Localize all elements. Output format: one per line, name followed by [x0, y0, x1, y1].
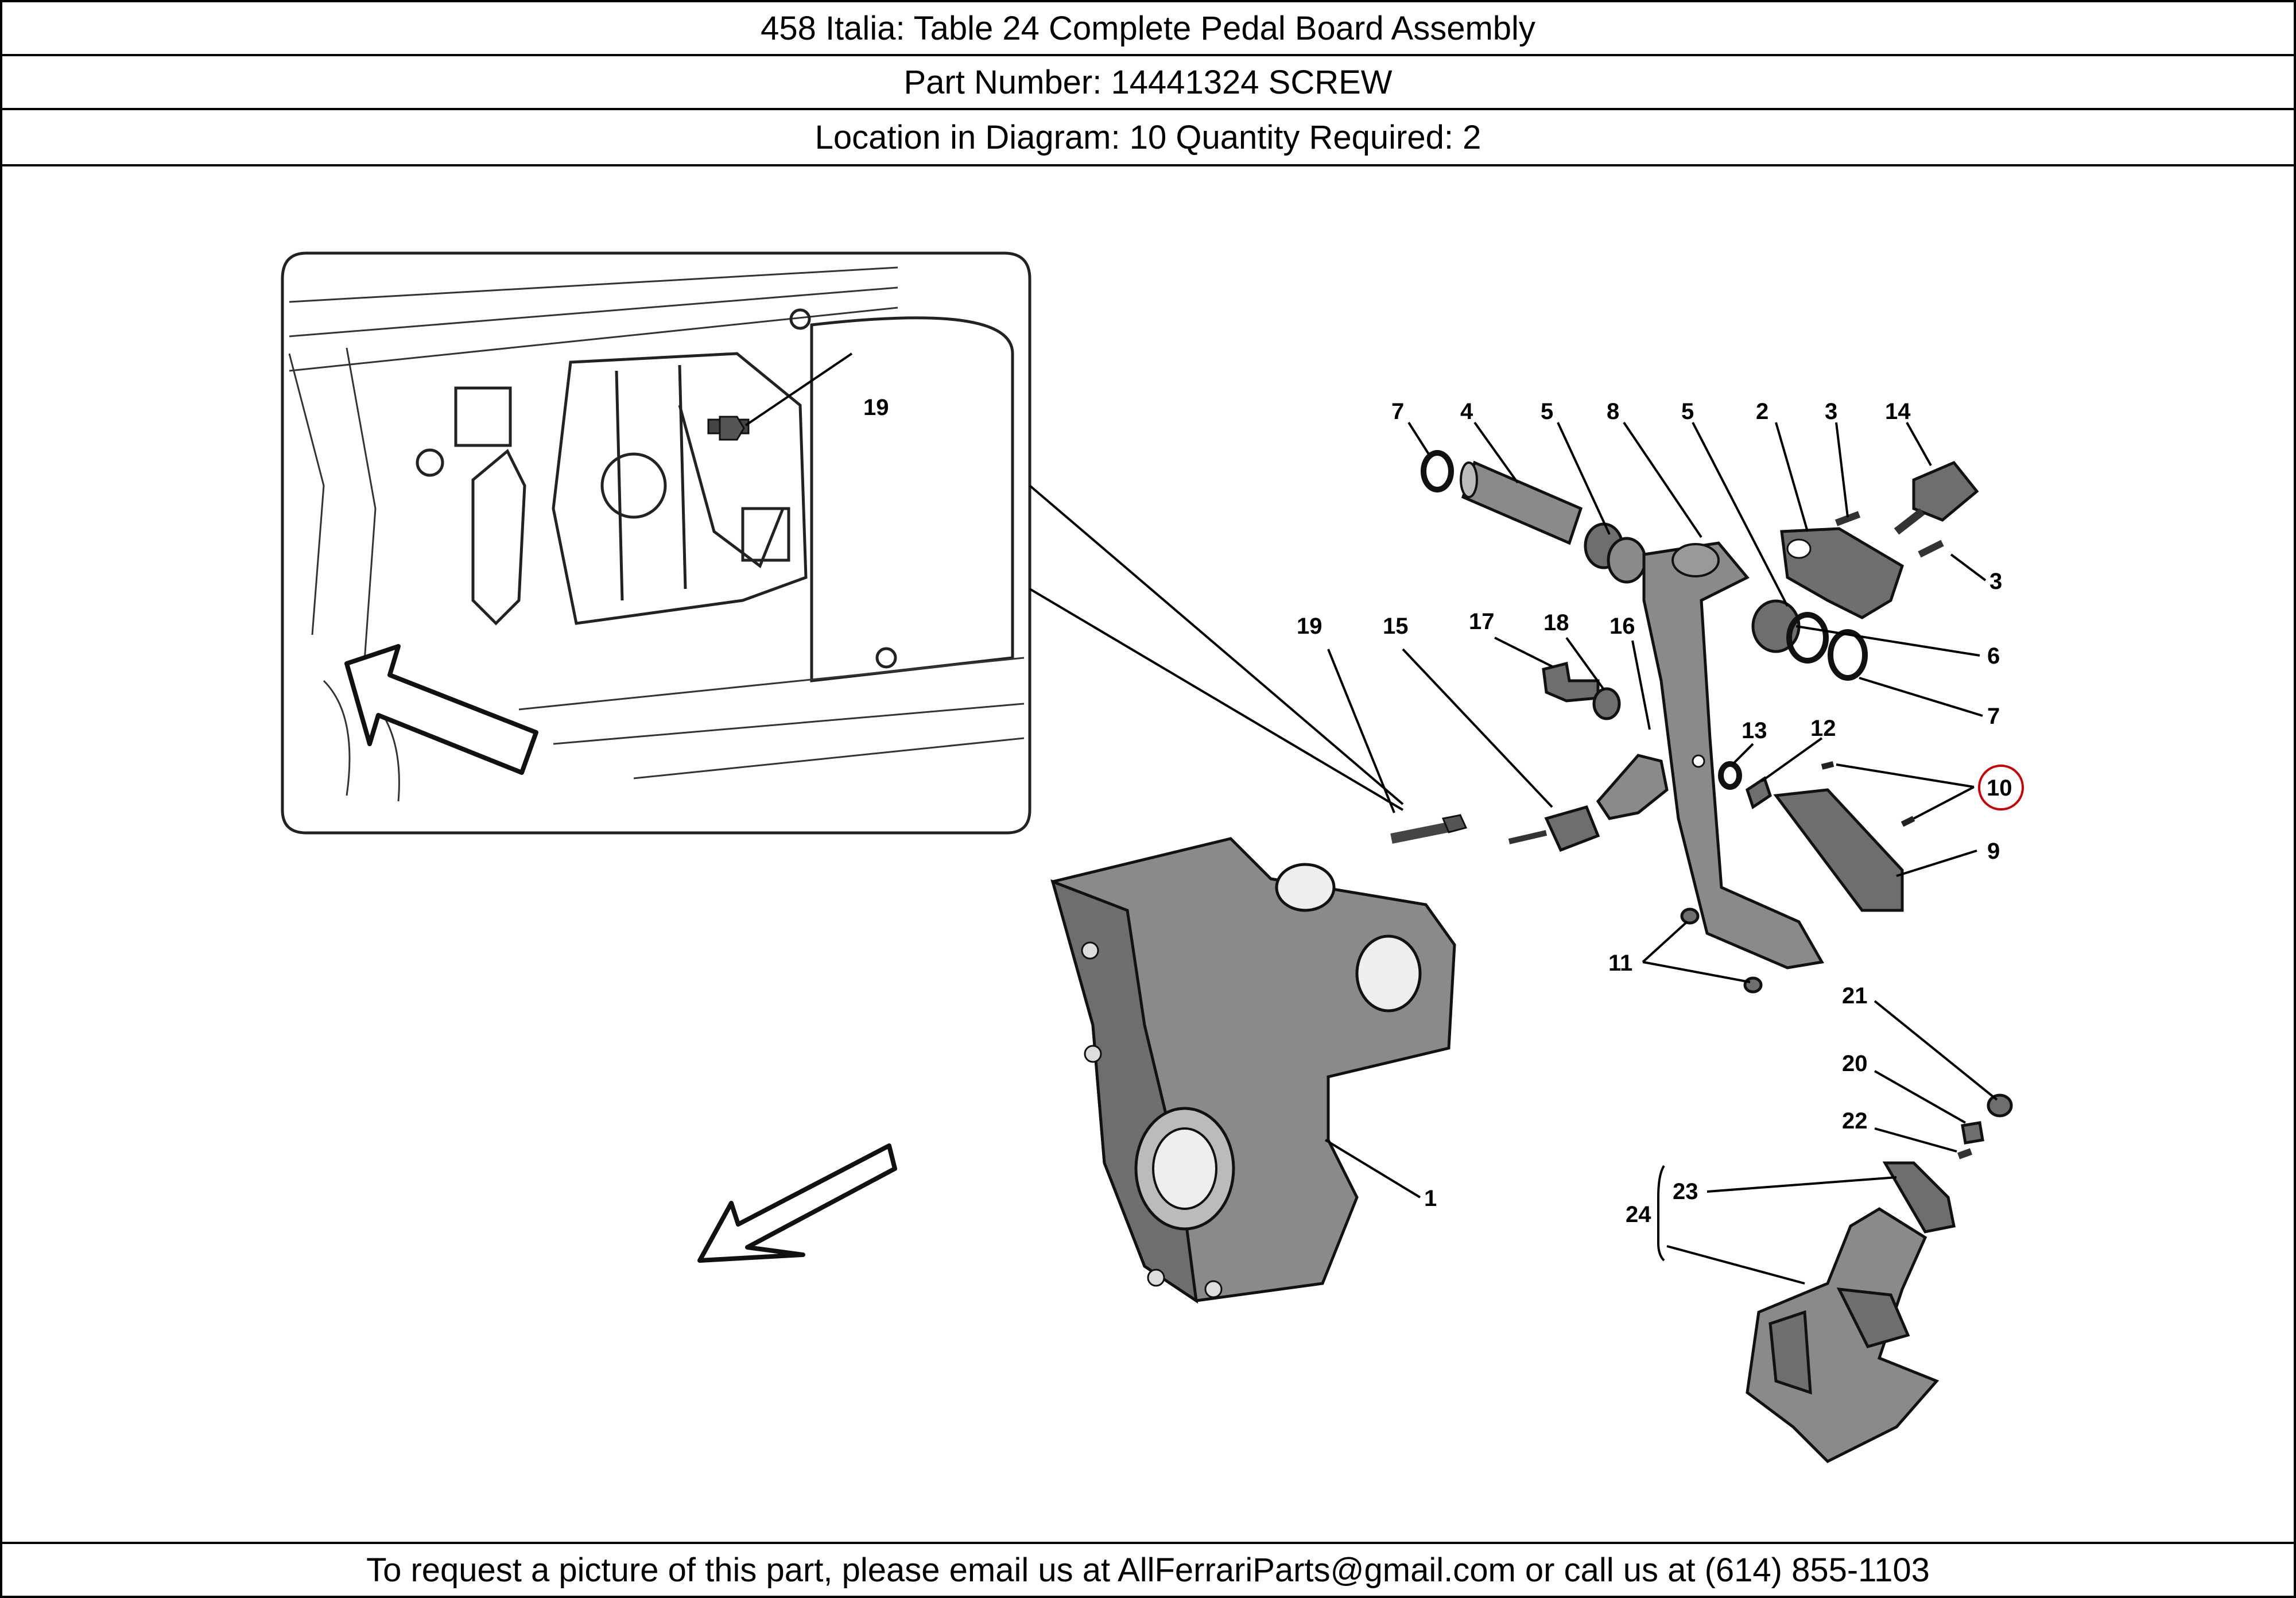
callout-8: 8	[1607, 399, 1619, 424]
callout-19: 19	[863, 395, 889, 420]
callout-7-second: 7	[1987, 704, 2000, 729]
callout-9: 9	[1987, 839, 2000, 864]
callout-14: 14	[1885, 399, 1911, 424]
callout-13: 13	[1742, 718, 1767, 743]
callout-23: 23	[1673, 1179, 1698, 1204]
callout-2: 2	[1756, 399, 1768, 424]
callout-20: 20	[1842, 1051, 1868, 1076]
accelerator-pedal-group	[1746, 1093, 2013, 1464]
callout-11: 11	[1608, 951, 1632, 976]
part-number: Part Number: 14441324 SCREW	[0, 54, 2296, 110]
direction-arrow	[697, 1143, 897, 1263]
callout-24: 24	[1626, 1202, 1651, 1227]
pedal-shaft-group	[1421, 450, 1979, 969]
callout-17: 17	[1469, 609, 1495, 634]
callout-18: 18	[1543, 610, 1569, 635]
page-title: 458 Italia: Table 24 Complete Pedal Boar…	[0, 0, 2296, 56]
callout-4: 4	[1460, 399, 1473, 424]
callout-19-second: 19	[1297, 614, 1322, 639]
location-quantity: Location in Diagram: 10 Quantity Require…	[0, 108, 2296, 166]
callout-6: 6	[1987, 643, 2000, 669]
callout-7: 7	[1391, 399, 1404, 424]
callout-3-second: 3	[1989, 569, 2002, 594]
small-parts-left	[1390, 661, 1915, 994]
leader-lines	[744, 352, 1998, 1285]
contact-footer: To request a picture of this part, pleas…	[0, 1542, 2296, 1598]
exploded-diagram: 19 7 4 5 8 5 2 3 14 3 6 7 19 15 17 18 16…	[0, 164, 2296, 1544]
callout-1: 1	[1424, 1186, 1437, 1211]
callout-5-second: 5	[1681, 399, 1694, 424]
inset-leader	[1029, 484, 1404, 811]
callout-22: 22	[1842, 1108, 1868, 1134]
callout-12: 12	[1810, 716, 1836, 741]
highlight-circle	[1978, 765, 2024, 810]
location-inset	[281, 251, 1031, 835]
callout-10: 10	[1987, 775, 2012, 801]
callout-15: 15	[1383, 614, 1409, 639]
callout-labels: 19 7 4 5 8 5 2 3 14 3 6 7 19 15 17 18 16…	[863, 395, 2024, 1227]
highlighted-callout-10: 10	[1978, 765, 2024, 810]
callout-21: 21	[1842, 983, 1868, 1009]
callout-5: 5	[1541, 399, 1553, 424]
callout-3: 3	[1825, 399, 1837, 424]
callout-16: 16	[1609, 614, 1635, 639]
pedal-bracket	[1050, 837, 1456, 1304]
